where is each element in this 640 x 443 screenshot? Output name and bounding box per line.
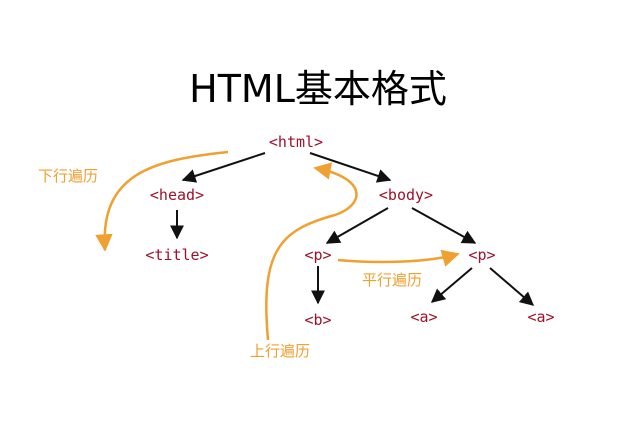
node-body: <body> [379,186,433,204]
node-a-right: <a> [527,308,554,326]
edge-body-p2 [411,207,477,244]
up-traversal-arrow [265,162,358,341]
edge-p2-a2 [489,267,535,306]
node-a-left: <a> [410,308,437,326]
node-head: <head> [150,186,204,204]
edge-body-p1 [325,207,389,244]
edge-html-body [309,152,392,183]
node-title: <title> [145,246,208,264]
traversal-labels: 下行遍历 上行遍历 平行遍历 [38,167,422,360]
traversal-arrows [95,150,460,341]
node-b: <b> [304,311,331,329]
parallel-traversal-arrow [337,249,460,267]
diagram-title: HTML基本格式 [189,67,447,111]
label-parallel-traversal: 平行遍历 [362,271,422,289]
node-p-left: <p> [304,246,331,264]
label-down-traversal: 下行遍历 [38,167,98,185]
edge-p2-a1 [430,267,473,303]
tree-edges [170,152,535,306]
label-up-traversal: 上行遍历 [250,342,310,360]
down-traversal-arrow [95,150,229,252]
edge-html-head [181,152,266,183]
node-p-right: <p> [468,246,495,264]
tree-nodes: <html> <head> <title> <body> <p> <p> <b>… [145,133,554,329]
node-html: <html> [269,133,323,151]
